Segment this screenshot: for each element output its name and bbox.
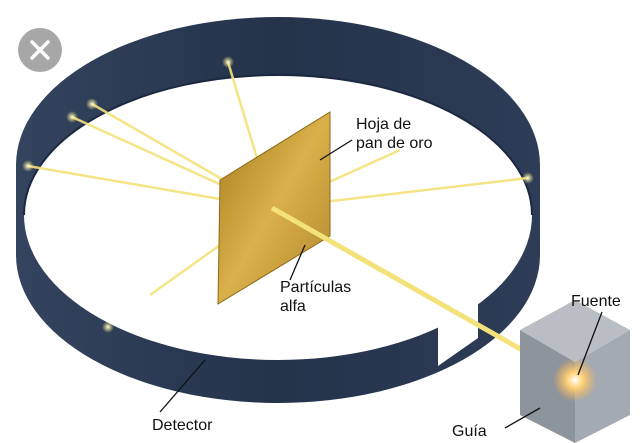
close-button[interactable] — [18, 28, 62, 72]
particles-label: Partículas alfa — [280, 278, 351, 316]
particles-label-line2: alfa — [280, 298, 306, 315]
particles-label-line1: Partículas — [280, 279, 352, 296]
guide-label: Guía — [452, 423, 487, 440]
foil-label-line1: Hoja de — [356, 116, 412, 133]
source-label: Fuente — [571, 293, 621, 310]
detector-spots — [22, 56, 534, 333]
foil-label: Hoja de pan de oro — [356, 115, 433, 153]
close-icon — [30, 40, 50, 60]
foil-label-line2: pan de oro — [356, 135, 433, 152]
source-cube — [520, 300, 630, 443]
detector-label: Detector — [152, 417, 213, 434]
